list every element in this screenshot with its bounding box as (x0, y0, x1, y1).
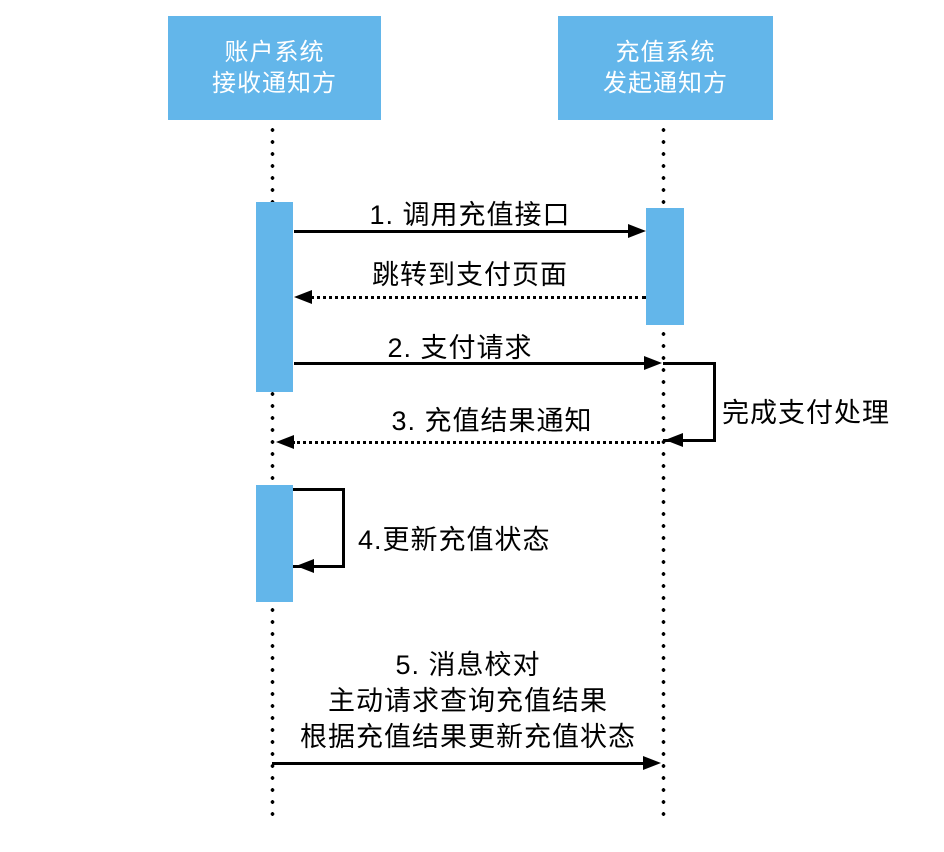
actor-box-account: 账户系统 接收通知方 (168, 16, 381, 120)
actor-recharge-role: 发起通知方 (603, 70, 728, 97)
message-5-line1: 5. 消息校对 (395, 650, 541, 680)
arrowhead-left-icon (665, 433, 683, 447)
message-5-arrow-line (272, 762, 644, 765)
arrowhead-left-icon (294, 290, 312, 304)
activation-bar-recharge-1 (646, 208, 684, 325)
arrowhead-right-icon (628, 224, 646, 238)
message-5-line3: 根据充值结果更新充值状态 (300, 722, 636, 752)
activation-bar-account-1 (256, 202, 293, 392)
self-message-recharge-label: 完成支付处理 (722, 398, 890, 428)
self-message-account-label: 4.更新充值状态 (358, 525, 551, 555)
message-1-label: 1. 调用充值接口 (369, 200, 571, 230)
message-1-return-label: 跳转到支付页面 (372, 260, 568, 290)
self-loop-recharge (663, 362, 716, 442)
message-2-arrow-line (294, 362, 646, 365)
arrowhead-left-icon (296, 559, 314, 573)
message-1-return-dotted-line (310, 296, 646, 299)
lifeline-recharge (661, 124, 666, 824)
self-loop-account (293, 488, 345, 568)
actor-box-recharge: 充值系统 发起通知方 (558, 16, 773, 120)
lifeline-account (270, 124, 275, 824)
message-2-label: 2. 支付请求 (387, 333, 533, 363)
message-1-arrow-line (294, 230, 630, 233)
arrowhead-right-icon (643, 756, 661, 770)
arrowhead-right-icon (644, 356, 662, 370)
activation-bar-account-2 (256, 485, 293, 602)
message-5-label: 5. 消息校对 主动请求查询充值结果 根据充值结果更新充值状态 (272, 647, 664, 755)
message-3-label: 3. 充值结果通知 (391, 406, 593, 436)
message-5-line2: 主动请求查询充值结果 (328, 686, 608, 716)
actor-account-name: 账户系统 (224, 39, 325, 66)
actor-account-role: 接收通知方 (212, 70, 337, 97)
message-3-dotted-line (292, 441, 660, 444)
actor-recharge-name: 充值系统 (615, 39, 716, 66)
arrowhead-left-icon (276, 435, 294, 449)
